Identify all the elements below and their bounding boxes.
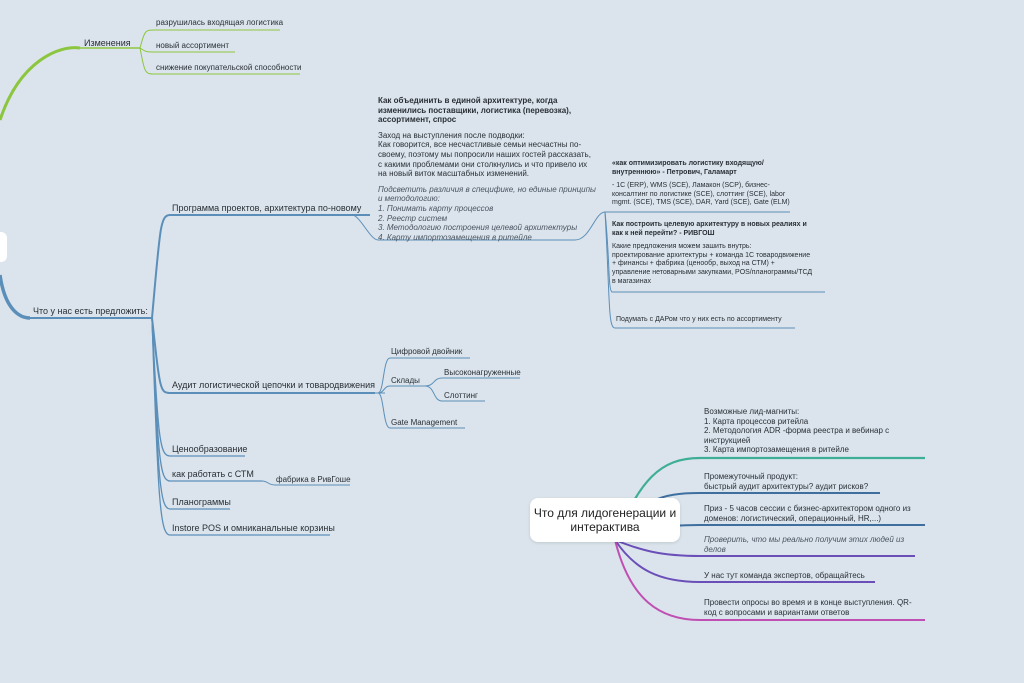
- node-changes[interactable]: Изменения: [84, 38, 131, 48]
- note-italic-6: 4. Карту импортозамещения в ритейле: [378, 232, 532, 242]
- link-audit-gate: [377, 392, 465, 429]
- check-2: делов: [704, 544, 726, 554]
- node-high-load[interactable]: Высоконагруженные: [444, 368, 521, 377]
- link-stm-note: [261, 480, 350, 486]
- note-body-2: Как говорится, все несчастливые семьи не…: [378, 140, 582, 150]
- prize-2: доменов: логистический, операционный, HR…: [704, 513, 882, 523]
- program-q1[interactable]: «как оптимизировать логистику входящую/ …: [612, 160, 790, 208]
- node-instore[interactable]: Instore POS и омниканальные корзины: [172, 523, 335, 533]
- node-planograms[interactable]: Планограммы: [172, 497, 231, 507]
- magnets-2: 1. Карта процессов ритейла: [704, 416, 809, 426]
- q1-body-3: mgmt. (SCE), TMS (SCE), DAR, Yard (SCE),…: [612, 199, 790, 207]
- q1-heading-2: внутреннюю» - Петрович, Галамарт: [612, 168, 737, 176]
- check-1: Проверить, что мы реально получим этих л…: [704, 535, 905, 544]
- note-heading-2: изменились поставщики, логистика (перево…: [378, 105, 572, 115]
- node-program[interactable]: Программа проектов, архитектура по-новом…: [172, 203, 362, 213]
- link-changes-3: [139, 47, 300, 75]
- q1-heading-1: «как оптимизировать логистику входящую/: [612, 160, 764, 167]
- q2-body-4: управление нетоварными закупками, POS/пл…: [612, 268, 813, 276]
- program-q3[interactable]: Подумать с ДАРом что у них есть по ассор…: [616, 316, 782, 323]
- magnets-1: Возможные лид-магниты:: [704, 407, 800, 416]
- program-note[interactable]: Как объединить в единой архитектуре, ког…: [378, 96, 596, 242]
- q2-body-1: Какие предложения можем зашить внутрь:: [612, 243, 752, 251]
- q2-body-3: + финансы + фабрика (ценообр, выход на С…: [612, 260, 775, 268]
- magnets-5: 3. Карта импортозамещения в ритейле: [704, 445, 849, 455]
- note-italic-5: 3. Методологию построения целевой архите…: [378, 223, 578, 233]
- intermediate-2: быстрый аудит архитектуры? аудит рисков?: [704, 481, 869, 491]
- link-offer-instore: [151, 317, 330, 536]
- leads-magnets[interactable]: Возможные лид-магниты: 1. Карта процессо…: [704, 407, 889, 455]
- node-gate-management[interactable]: Gate Management: [391, 418, 458, 427]
- link-note-questions: [574, 211, 606, 241]
- node-leads[interactable]: Что для лидогенерации и интерактива: [530, 498, 680, 542]
- link-q3-line: [604, 211, 795, 329]
- node-changes-assortment[interactable]: новый ассортимент: [156, 41, 229, 50]
- q2-heading-1: Как построить целевую архитектуру в новы…: [612, 221, 807, 228]
- link-offer-audit: [151, 317, 375, 394]
- magnets-4: инструкцией: [704, 435, 751, 445]
- prize-1: Приз - 5 часов сессии с бизнес-архитекто…: [704, 504, 911, 513]
- note-body-5: на новый виток масштабных изменений.: [378, 169, 530, 179]
- leads-experts[interactable]: У нас тут команда экспертов, обращайтесь: [704, 571, 865, 580]
- magnets-3: 2. Методология ADR -форма реестра и веби…: [704, 426, 890, 436]
- node-audit[interactable]: Аудит логистической цепочки и товародвиж…: [172, 380, 375, 390]
- node-stm-note[interactable]: фабрика в РивГоше: [276, 475, 351, 484]
- node-pricing[interactable]: Ценообразование: [172, 444, 248, 454]
- leads-check[interactable]: Проверить, что мы реально получим этих л…: [704, 535, 904, 554]
- link-offer-program: [151, 214, 370, 319]
- leads-title: Что для лидогенерации и интерактива: [533, 506, 677, 534]
- node-stm[interactable]: как работать с СТМ: [172, 469, 254, 479]
- node-digital-twin[interactable]: Цифровой двойник: [391, 347, 463, 356]
- polls-1: Провести опросы во время и в конце высту…: [704, 598, 912, 607]
- leads-intermediate[interactable]: Промежуточный продукт: быстрый аудит арх…: [704, 472, 868, 491]
- intermediate-1: Промежуточный продукт:: [704, 472, 799, 481]
- link-leads-check: [614, 539, 915, 557]
- link-program-note: [351, 214, 575, 241]
- link-changes-1: [139, 29, 280, 49]
- node-changes-purchasing[interactable]: снижение покупательской способности: [156, 63, 302, 72]
- polls-2: код с вопросами и вариантами ответов: [704, 607, 850, 617]
- q1-body-1: - 1С (ERP), WMS (SCE), Ламакон (SCP), би…: [612, 182, 770, 190]
- note-italic-2: и методологию:: [378, 194, 440, 204]
- node-slotting[interactable]: Слоттинг: [444, 391, 478, 400]
- link-leads-experts: [614, 539, 875, 583]
- note-heading-3: ассортимент, спрос: [378, 115, 457, 125]
- link-wh-slotting: [424, 385, 485, 402]
- note-body-4: с какими проблемами они столкнулись и чт…: [378, 159, 588, 169]
- note-body-3: своему, поэтому мы попросили наших госте…: [378, 149, 591, 159]
- program-q2[interactable]: Как построить целевую архитектуру в новы…: [612, 221, 812, 286]
- note-italic-3: 1. Понимать карту процессов: [378, 203, 494, 213]
- root-node[interactable]: [0, 232, 7, 262]
- note-body-1: Заход на выступления после подводки:: [378, 130, 525, 140]
- q2-body-2: проектирование архитектуры + команда 1С …: [612, 251, 811, 259]
- link-audit-warehouses: [377, 385, 425, 394]
- node-offer[interactable]: Что у нас есть предложить:: [33, 306, 148, 316]
- note-italic-1: Подсветить различия в специфике, но един…: [378, 184, 596, 194]
- link-audit-twin: [377, 357, 470, 394]
- link-wh-highload: [424, 377, 520, 387]
- link-changes-2: [139, 47, 235, 53]
- leads-prize[interactable]: Приз - 5 часов сессии с бизнес-архитекто…: [704, 504, 911, 523]
- link-root-offer: [0, 274, 31, 320]
- q2-body-5: в магазинах: [612, 277, 651, 285]
- q2-heading-2: как к ней перейти? - РИВГОШ: [612, 229, 715, 237]
- leads-polls[interactable]: Провести опросы во время и в конце высту…: [704, 598, 912, 617]
- link-q2-line: [604, 211, 825, 293]
- link-leads-polls: [614, 539, 925, 621]
- note-heading-1: Как объединить в единой архитектуре, ког…: [378, 96, 558, 105]
- link-root-changes: [0, 46, 81, 121]
- note-italic-4: 2. Реестр систем: [378, 213, 448, 223]
- q1-body-2: консалтинг по логистике (SCE), слоттинг …: [612, 190, 786, 198]
- node-changes-logistics[interactable]: разрушилась входящая логистика: [156, 18, 284, 27]
- node-warehouses[interactable]: Склады: [391, 376, 420, 385]
